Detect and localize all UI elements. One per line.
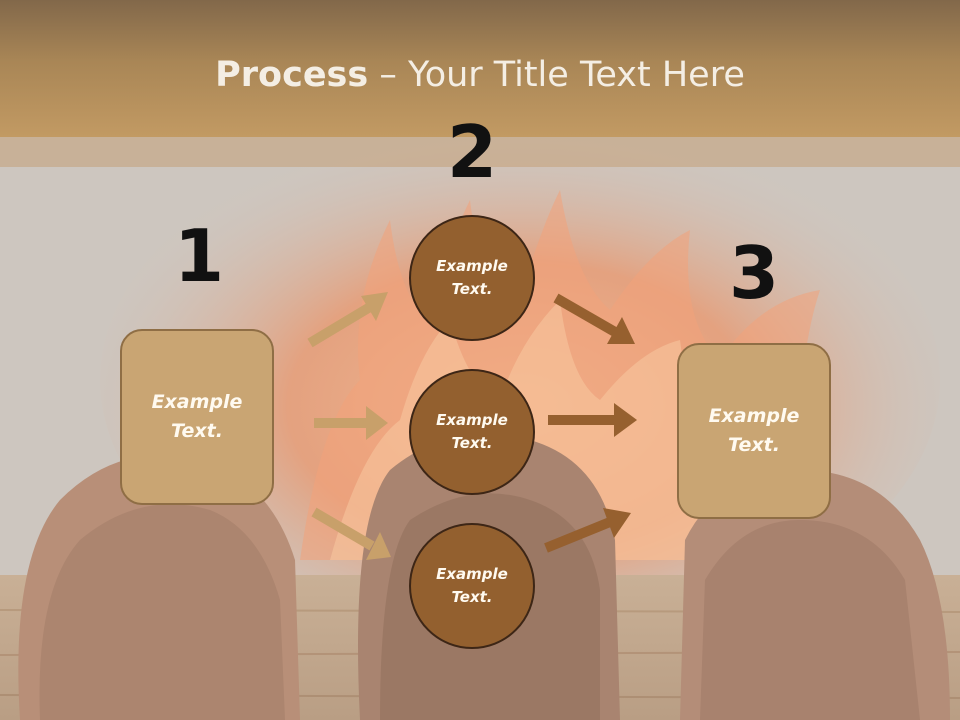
arrow-circle3-to-box3 (544, 508, 631, 553)
arrow-box1-to-circle2 (314, 406, 388, 440)
step-1-text-line2: Text. (171, 420, 223, 442)
circle-1-text-line2: Text. (451, 280, 493, 298)
arrow-circle1-to-box3 (553, 293, 635, 344)
slide-title: Process – Your Title Text Here (0, 52, 960, 98)
arrow-circle2-to-box3 (548, 403, 637, 437)
step-3-text-line1: Example (708, 405, 800, 427)
step-number-1: 1 (173, 214, 225, 298)
title-band (0, 0, 960, 137)
circle-1-text-line1: Example (436, 257, 508, 275)
step-3-text-line2: Text. (728, 434, 780, 456)
step-2-circle-top: Example Text. (409, 215, 535, 341)
circle-3-text-line1: Example (436, 565, 508, 583)
title-rest-part: – Your Title Text Here (368, 55, 745, 95)
title-sub-band (0, 137, 960, 167)
title-bold-part: Process (215, 55, 369, 95)
step-1-box: Example Text. (120, 329, 274, 505)
step-number-3: 3 (728, 231, 780, 315)
step-1-text-line1: Example (151, 391, 243, 413)
circle-2-text-line1: Example (436, 411, 508, 429)
arrow-box1-to-circle1 (307, 292, 388, 348)
step-2-circle-bottom: Example Text. (409, 523, 535, 649)
step-2-circle-middle: Example Text. (409, 369, 535, 495)
step-3-box: Example Text. (677, 343, 831, 519)
circle-2-text-line2: Text. (451, 434, 493, 452)
circle-3-text-line2: Text. (451, 588, 493, 606)
arrow-box1-to-circle3 (311, 507, 391, 560)
step-number-2: 2 (446, 110, 498, 194)
